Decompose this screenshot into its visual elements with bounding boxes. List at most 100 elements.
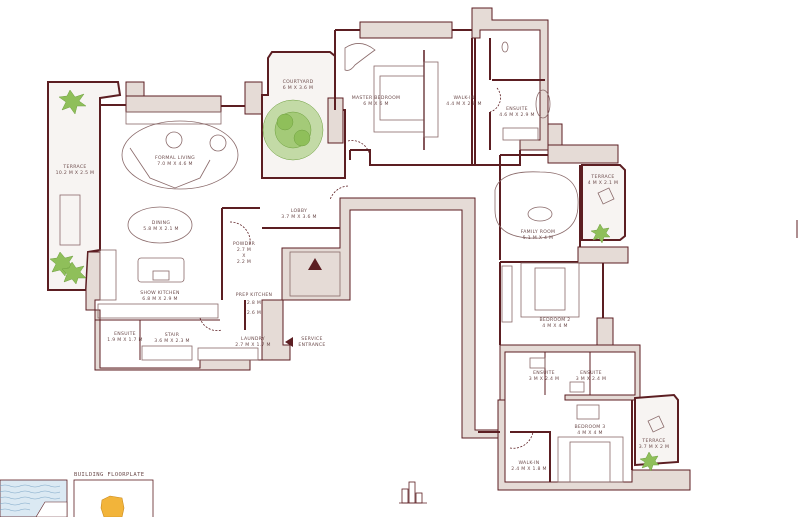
armchair — [647, 415, 665, 433]
room-dims: 7.0 M X 4.6 M — [157, 161, 192, 167]
desk — [576, 404, 600, 420]
room-dims: 3.7 M X 3.6 M — [281, 214, 316, 220]
toilet — [501, 41, 509, 53]
room-name: POWDER — [233, 241, 256, 247]
lobby-wall — [221, 200, 346, 330]
room-dims: 6 M X 6 M — [363, 101, 388, 107]
room-dims: 2.6 M — [247, 310, 261, 316]
room-dims: 1.9 M X 1.7 M — [107, 337, 142, 343]
room-name: SERVICE — [301, 336, 322, 342]
service-entrance-arrow-icon — [285, 337, 293, 347]
family-room-wall — [499, 154, 581, 260]
walk-in-wall — [510, 431, 551, 482]
door-swing — [199, 317, 223, 332]
terrace-family — [581, 164, 626, 241]
room-dims: 2.7 M — [237, 247, 251, 253]
room-dims: 4 M X 2.1 M — [588, 180, 618, 186]
room-name: WALK-IN — [453, 95, 474, 101]
room-name: COURTYARD — [283, 79, 314, 85]
bedroom-2-wall — [499, 261, 604, 345]
room-name: BEDROOM 3 — [574, 424, 605, 430]
room-dims: 6.8 M X 2.9 M — [142, 296, 177, 302]
room-dims: 4 M X 4 M — [577, 430, 602, 436]
room-name: BEDROOM 2 — [539, 317, 570, 323]
family-rug — [494, 171, 579, 239]
room-dims: 3 M X 2.4 M — [529, 376, 559, 382]
room-dims: 2.2 M — [237, 259, 251, 265]
room-dims: 3 M X 2.4 M — [576, 376, 606, 382]
door-swing — [347, 140, 371, 161]
wall-block — [244, 81, 263, 115]
fireplace — [125, 111, 222, 125]
room-dims-x: X — [242, 253, 245, 259]
corridor-wall — [281, 197, 501, 439]
door-swing — [329, 185, 349, 201]
building-floorplate-inset: BUILDING FLOORPLATE — [0, 472, 154, 517]
tree-icon — [262, 99, 324, 161]
room-labels: TERRACE 10.2 M X 2.5 M FORMAL LIVING 7.0… — [56, 79, 669, 472]
room-name: ENSUITE — [114, 331, 136, 337]
floorplate-highlight — [100, 495, 125, 517]
room-name: ENSUITE — [580, 370, 602, 376]
entrance-arrow-icon — [308, 258, 322, 270]
room-name: MASTER BEDROOM — [352, 95, 401, 101]
coffee-table — [527, 206, 553, 222]
dining-table — [127, 206, 193, 244]
vanity — [502, 127, 539, 141]
room-dims: 2.4 M X 1.8 M — [511, 466, 546, 472]
room-name: ENSUITE — [506, 106, 528, 112]
room-dims: 6 M X 3.6 M — [283, 85, 313, 91]
bed-2-rug — [520, 262, 580, 318]
lift — [289, 251, 341, 297]
room-name: TERRACE — [62, 164, 86, 170]
wardrobe — [423, 61, 439, 138]
wall-block — [359, 21, 453, 39]
vanity — [529, 357, 546, 369]
room-dims: 2.8 M — [247, 300, 261, 306]
room-dims: 4.6 M X 2.9 M — [499, 112, 534, 118]
kitchen-counter — [97, 303, 219, 319]
wall-block — [471, 7, 549, 151]
room-name: ENSUITE — [533, 370, 555, 376]
room-name: DINING — [152, 220, 171, 226]
chaise — [344, 43, 376, 71]
vanity — [569, 381, 585, 393]
armchair — [597, 187, 615, 205]
living-rug — [121, 120, 239, 190]
room-name: PREP KITCHEN — [236, 292, 273, 298]
room-dims: 3.7 M X 2 M — [639, 444, 669, 450]
wall-block — [596, 317, 614, 349]
room-name: TERRACE — [641, 438, 665, 444]
stair-treads — [141, 345, 193, 361]
door-swing — [509, 431, 534, 449]
room-name: LOBBY — [291, 208, 307, 214]
room-dims: 10.2 M X 2.5 M — [56, 170, 95, 176]
cabinets — [99, 249, 117, 301]
plant-icon — [49, 89, 660, 472]
walk-in-wall — [471, 38, 545, 166]
building-floorplate-label: BUILDING FLOORPLATE — [74, 472, 145, 478]
room-dims: 2.7 M X 1.7 M — [235, 342, 270, 348]
room-name: LAUNDRY — [241, 336, 265, 342]
wall-block — [577, 246, 629, 264]
site-outline — [35, 501, 68, 517]
living-wall — [99, 104, 245, 250]
room-dims: 5.8 M X 2.1 M — [143, 226, 178, 232]
bathtub — [535, 89, 551, 119]
wall-block — [125, 95, 222, 113]
sofa — [129, 147, 211, 189]
wardrobe — [501, 265, 513, 323]
room-dims: 4 M X 4 M — [542, 323, 567, 329]
armchair — [209, 134, 227, 152]
room-name: FORMAL LIVING — [155, 155, 195, 161]
room-dims: 4.4 M X 2.8 M — [446, 101, 481, 107]
bed-2 — [534, 267, 566, 311]
water-waves — [0, 484, 61, 512]
bed-3 — [569, 441, 611, 483]
door-swing — [229, 221, 251, 246]
room-name: FAMILY ROOM — [521, 229, 556, 235]
buildings-icon — [399, 481, 427, 504]
kitchen-island — [137, 257, 185, 283]
room-dims: 3.6 M X 2.3 M — [154, 338, 189, 344]
master-bedroom-wall — [334, 29, 476, 166]
